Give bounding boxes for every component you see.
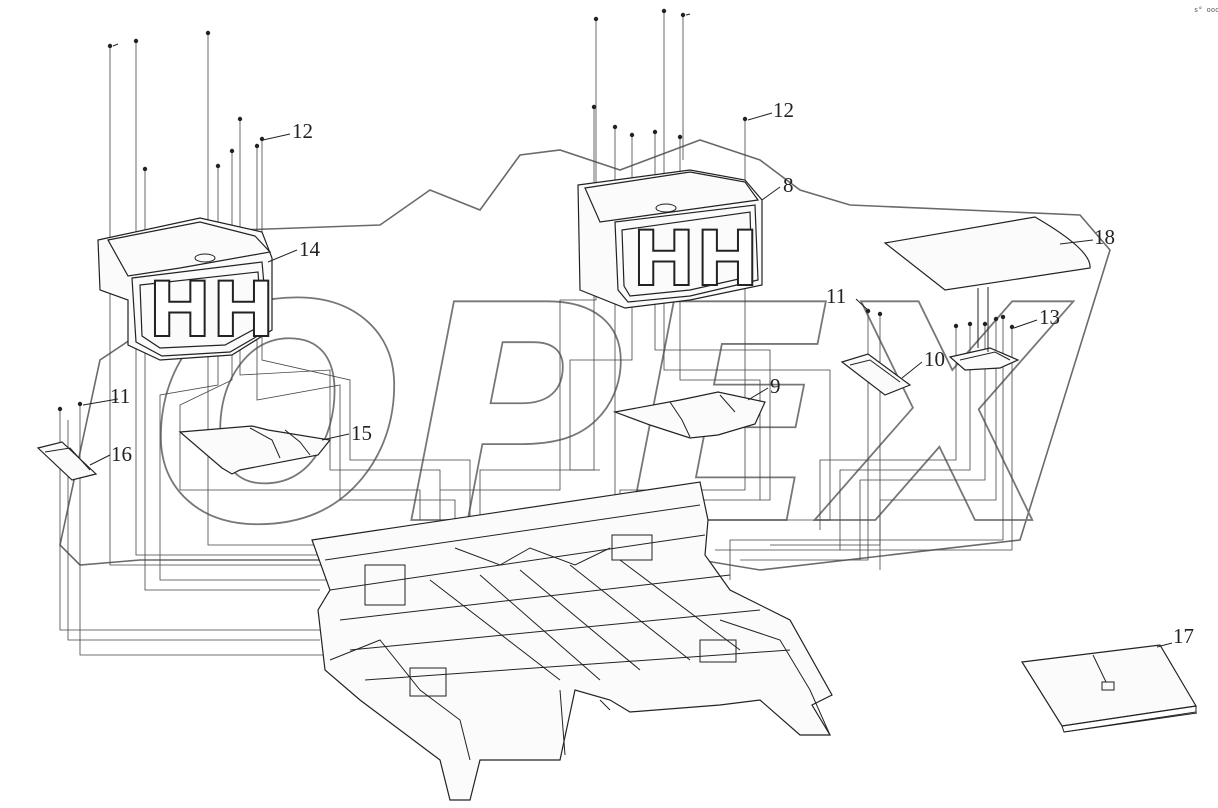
bolt-icon: [259, 136, 265, 142]
bolt-icon: [133, 38, 139, 44]
bolt-icon: [1000, 314, 1006, 320]
bolt-icon: [993, 316, 999, 322]
callout-14: 14: [299, 237, 321, 261]
bolt-icon: [77, 401, 83, 407]
callout-12: 12: [292, 119, 313, 143]
bracket-10: [840, 353, 912, 396]
bracket-13: [948, 347, 1020, 371]
cover-panel-18: [883, 216, 1091, 352]
bolt-icon: [1009, 324, 1015, 330]
callout-9: 9: [770, 374, 781, 398]
callout-8: 8: [783, 173, 794, 197]
bolt-icon: [107, 43, 119, 49]
bracket-16: [36, 441, 98, 481]
fasteners: [57, 8, 1015, 412]
callout-11: 11: [110, 384, 130, 408]
bolt-icon: [742, 116, 748, 122]
bolt-icon: [254, 143, 260, 149]
bolt-icon: [877, 311, 883, 317]
bolt-icon: [680, 12, 691, 18]
leader-lines: [82, 112, 1173, 648]
bolt-icon: [591, 104, 597, 110]
bolt-icon: [865, 308, 871, 314]
box-marking: HH: [148, 265, 275, 354]
left-storage-box: HH: [97, 217, 276, 361]
callouts: 17 18 12 12 8 14 11 11 10 13 9 15 16: [110, 98, 1194, 648]
bolt-icon: [142, 166, 148, 172]
bolt-icon: [661, 8, 667, 14]
callout-15: 15: [351, 421, 372, 445]
bolt-icon: [57, 406, 63, 412]
bolt-icon: [229, 148, 235, 154]
corner-mark: s° ooo: [1194, 6, 1218, 14]
callout-10: 10: [924, 347, 945, 371]
bolt-icon: [237, 116, 243, 122]
callout-16: 16: [111, 442, 132, 466]
callout-12: 12: [773, 98, 794, 122]
floor-panel-17: [1020, 644, 1198, 733]
bolt-icon: [652, 129, 658, 135]
box-marking: HH: [632, 214, 759, 303]
callout-17: 17: [1173, 624, 1194, 648]
callout-13: 13: [1039, 305, 1060, 329]
bolt-icon: [629, 132, 635, 138]
bolt-icon: [593, 16, 599, 22]
bolt-icon: [982, 321, 988, 327]
callout-18: 18: [1094, 225, 1115, 249]
floor-tray-9: [612, 391, 766, 439]
chassis-frame: [311, 481, 833, 801]
bolt-icon: [967, 321, 973, 327]
floor-tray-15: [178, 425, 332, 475]
bolt-icon: [215, 163, 221, 169]
callout-11: 11: [826, 284, 846, 308]
bolt-icon: [677, 134, 683, 140]
right-storage-box: HH: [577, 169, 763, 309]
bolt-icon: [953, 323, 959, 329]
bolt-icon: [612, 124, 618, 130]
bolt-icon: [205, 30, 211, 36]
